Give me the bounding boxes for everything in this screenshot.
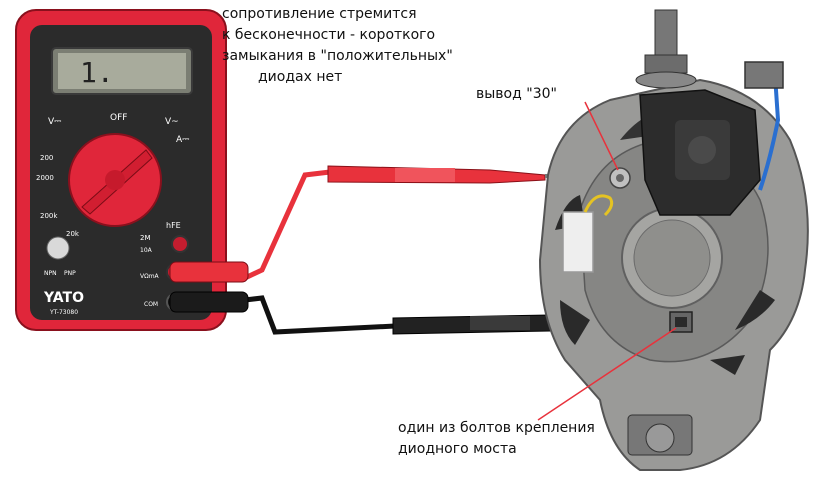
- diode-resistance-note: сопротивление стремится к бесконечности …: [222, 4, 453, 88]
- model-label: YT-73080: [49, 309, 78, 316]
- label-pnp: PNP: [64, 270, 76, 277]
- terminal-pointer-line: [584, 101, 619, 171]
- bolt-note: один из болтов крепления диодного моста: [398, 418, 595, 460]
- diode-note-line-3: замыкания в "положительных": [222, 48, 453, 64]
- black-test-lead-wire: [244, 295, 396, 335]
- label-v-ac: V~: [165, 117, 179, 127]
- jack-10a[interactable]: [171, 235, 189, 253]
- hfe-socket: [46, 236, 70, 260]
- label-20k: 20k: [66, 230, 80, 238]
- label-2000: 2000: [36, 174, 54, 182]
- bolt-note-line-1: один из болтов крепления: [398, 420, 595, 436]
- lcd-reading: 1.: [80, 56, 114, 89]
- label-npn: NPN: [44, 270, 57, 277]
- terminal-30-label: вывод "30": [476, 86, 557, 102]
- diode-note-line-1: сопротивление стремится: [222, 6, 417, 22]
- multimeter: 1. V⎓ OFF V~ A⎓ 200 2000 20k 200k 2M hFE…: [15, 9, 249, 331]
- bolt-note-line-2: диодного моста: [398, 441, 517, 457]
- label-10a: 10A: [140, 247, 153, 254]
- label-2m: 2M: [140, 234, 151, 242]
- diode-note-line-4: диодах нет: [258, 69, 343, 85]
- alternator: [538, 9, 809, 471]
- label-com: COM: [144, 301, 158, 308]
- diode-note-line-2: к бесконечности - короткого: [222, 27, 436, 43]
- label-v-dc: V⎓: [48, 117, 61, 127]
- label-a-dc: A⎓: [176, 135, 189, 145]
- bolt-pointer-line: [537, 327, 677, 421]
- brand-logo: YATO: [43, 290, 84, 306]
- label-200k: 200k: [40, 212, 58, 220]
- label-off: OFF: [110, 113, 127, 123]
- red-test-lead-wire: [243, 169, 331, 281]
- label-hfe: hFE: [166, 221, 181, 230]
- label-vma: VΩmA: [140, 273, 160, 280]
- label-200: 200: [40, 154, 53, 162]
